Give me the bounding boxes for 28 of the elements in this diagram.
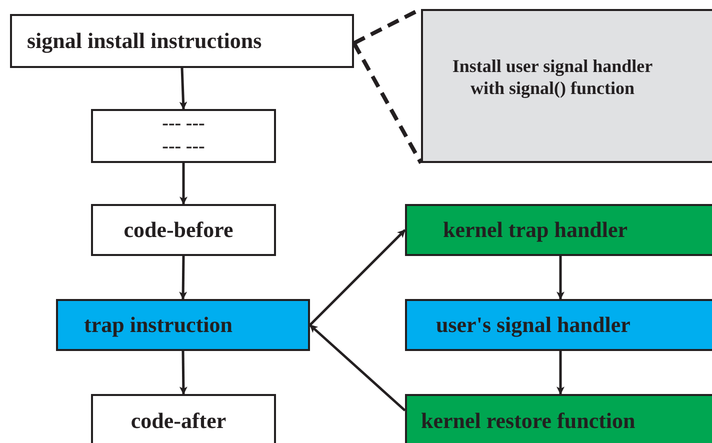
process-box xyxy=(405,394,712,443)
callout-box xyxy=(421,9,712,163)
box-label: --- --- xyxy=(162,113,205,136)
process-box xyxy=(91,204,276,256)
box-label: kernel trap handler xyxy=(443,216,628,244)
arrow xyxy=(179,68,188,110)
process-box xyxy=(91,394,276,443)
process-box xyxy=(405,299,712,351)
box-label: --- --- xyxy=(162,136,205,159)
arrow xyxy=(179,256,188,300)
box-label: trap instruction xyxy=(84,312,232,338)
box-label: code-before xyxy=(124,216,234,244)
connector-line xyxy=(352,42,423,164)
box-label: Install user signal handler with signal() function xyxy=(451,56,654,100)
arrow xyxy=(180,163,188,205)
box-label: signal install instructions xyxy=(27,28,262,54)
arrow xyxy=(179,350,188,395)
box-label: user's signal handler xyxy=(436,312,630,338)
process-box xyxy=(56,299,310,351)
process-box xyxy=(91,109,276,163)
arrow xyxy=(309,324,406,412)
process-box xyxy=(10,14,354,68)
process-box xyxy=(405,204,712,256)
arrow xyxy=(556,256,564,300)
box-label: code-after xyxy=(130,408,226,435)
box-label: kernel restore function xyxy=(421,408,636,435)
arrow xyxy=(556,351,564,395)
arrow xyxy=(309,229,406,326)
